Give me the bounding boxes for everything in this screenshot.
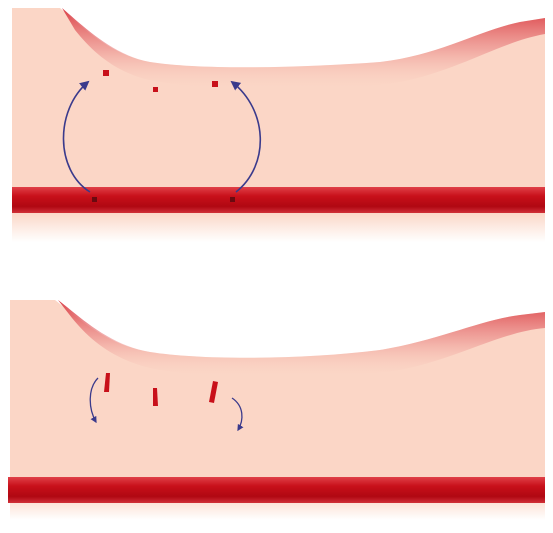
top-diagram-svg xyxy=(0,0,553,260)
cell-in-vessel xyxy=(230,197,235,202)
cell-in-vessel xyxy=(92,197,97,202)
cell-dot xyxy=(103,70,109,76)
blood-vessel xyxy=(12,187,545,213)
panel-bottom-diagram xyxy=(0,270,553,533)
panel-top-diagram xyxy=(0,0,553,260)
blood-vessel xyxy=(8,477,545,503)
bottom-diagram-svg xyxy=(0,270,553,533)
tissue-fade xyxy=(12,212,545,242)
cell-dot xyxy=(212,81,218,87)
cell-dot xyxy=(153,87,158,92)
